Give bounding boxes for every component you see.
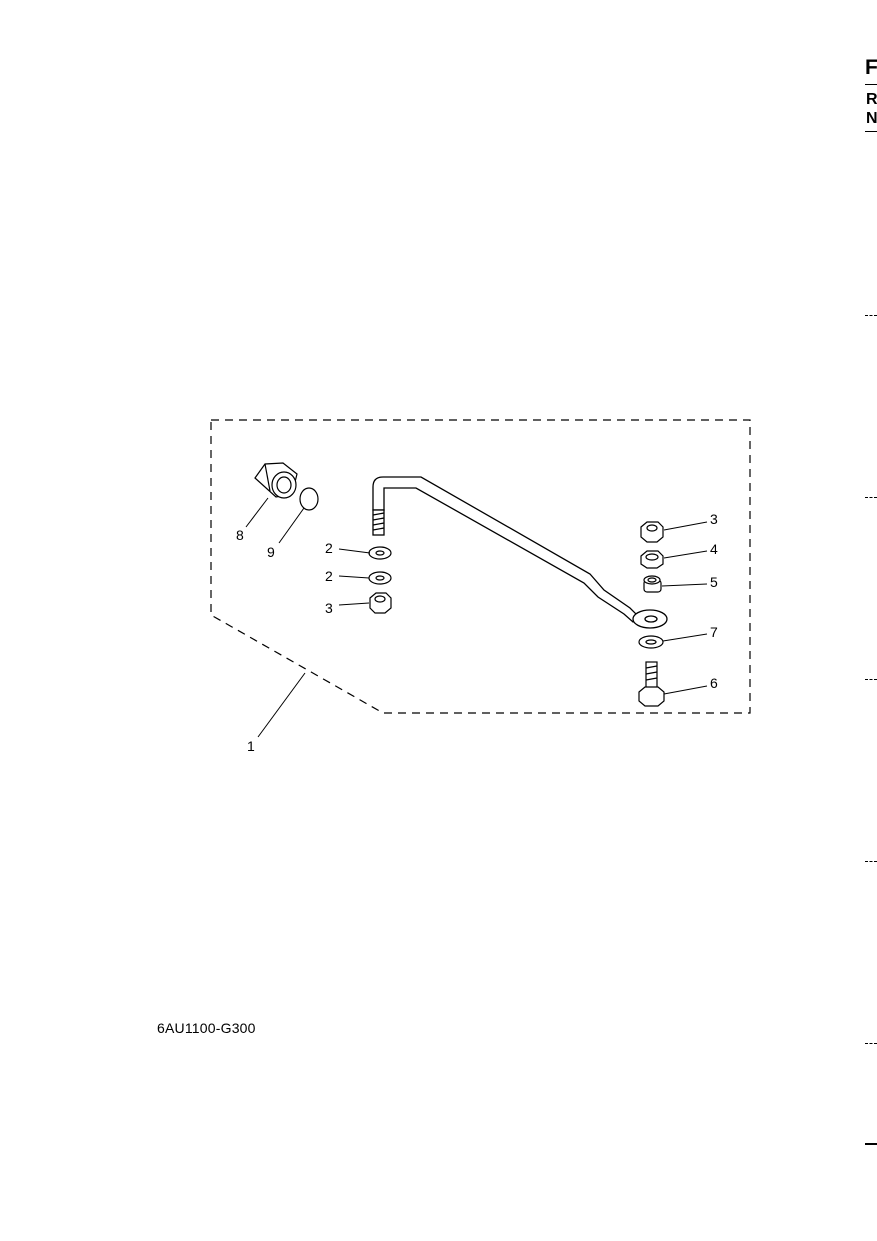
callout-3b: 3 [710, 511, 718, 527]
bushing-part-8 [254, 462, 298, 499]
edge-letter-f: F [865, 56, 877, 79]
edge-tick [865, 679, 877, 681]
edge-tick [865, 1043, 877, 1045]
nut-part-3a [369, 592, 392, 614]
edge-rule-2 [865, 131, 877, 132]
callout-2a: 2 [325, 540, 333, 556]
edge-letter-r: R [866, 91, 877, 108]
callout-7: 7 [710, 624, 718, 640]
nut-part-3b [640, 521, 664, 543]
oring-part-9 [299, 487, 319, 511]
edge-tick [865, 315, 877, 317]
callout-2b: 2 [325, 568, 333, 584]
bolt-part-6 [638, 661, 665, 707]
washer-part-2b [368, 571, 392, 585]
edge-tick [865, 861, 877, 863]
washer-part-7 [638, 635, 664, 649]
callout-9: 9 [267, 544, 275, 560]
callout-8: 8 [236, 527, 244, 543]
callout-3a: 3 [325, 600, 333, 616]
drag-link-rod [372, 476, 668, 629]
kit-boundary [210, 419, 751, 714]
callout-1: 1 [247, 738, 255, 754]
edge-rule-1 [865, 84, 877, 85]
nut-part-4 [640, 550, 664, 569]
callout-5: 5 [710, 574, 718, 590]
washer-part-2a [368, 546, 392, 560]
edge-tick [865, 497, 877, 499]
collar-part-5 [643, 575, 662, 593]
leader-lines [245, 497, 708, 738]
callout-6: 6 [710, 675, 718, 691]
edge-bottom-mark [865, 1143, 877, 1145]
diagram-code: 6AU1100-G300 [157, 1020, 256, 1036]
edge-letter-n: N [866, 110, 877, 127]
callout-4: 4 [710, 541, 718, 557]
